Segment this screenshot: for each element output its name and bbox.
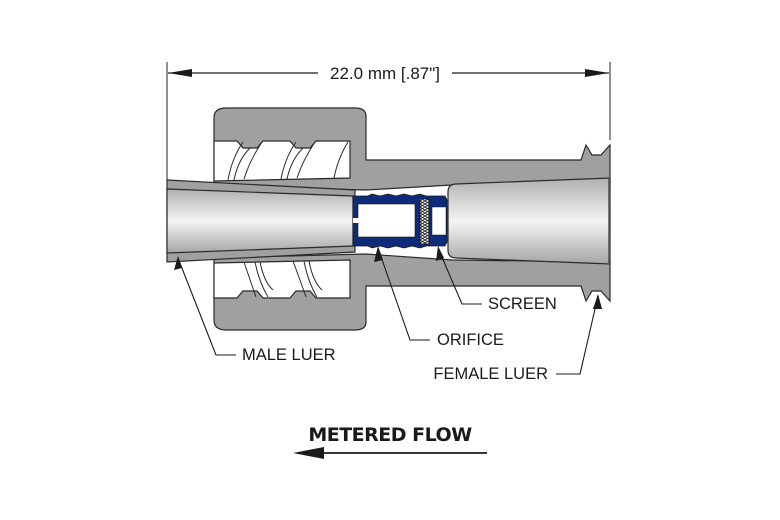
- label-male-luer: MALE LUER: [242, 346, 336, 364]
- callout-male-luer: MALE LUER: [174, 256, 336, 364]
- dimension-label: 22.0 mm [.87"]: [330, 64, 440, 83]
- callout-screen: SCREEN: [436, 246, 557, 313]
- metered-flow-indicator: METERED FLOW: [293, 424, 487, 459]
- thread-pocket-bottom: [213, 259, 351, 299]
- orifice-hole: [353, 218, 359, 223]
- male-luer-bore: [166, 188, 354, 254]
- female-luer-bore: [447, 177, 611, 265]
- screen-mesh: [419, 198, 430, 245]
- callout-female-luer: FEMALE LUER: [433, 294, 602, 383]
- thread-pocket-top: [213, 140, 351, 182]
- flow-arrow-left-icon: [293, 447, 324, 459]
- leader-arrow-icon: [436, 246, 444, 261]
- metered-flow-label: METERED FLOW: [308, 424, 472, 446]
- fitting-body: [166, 107, 611, 331]
- leader-arrow-icon: [174, 256, 182, 270]
- dimension-arrow-left-icon: [168, 69, 192, 77]
- label-orifice: ORIFICE: [437, 331, 504, 349]
- thread-lines-bottom: [243, 260, 323, 298]
- callout-orifice: ORIFICE: [374, 246, 504, 349]
- thread-lines-top: [227, 141, 349, 181]
- leader-arrow-icon: [374, 246, 383, 262]
- orifice-insert: [352, 193, 448, 249]
- overall-length-dimension: 22.0 mm [.87"]: [166, 62, 611, 180]
- orifice-bore: [357, 203, 416, 238]
- label-female-luer: FEMALE LUER: [433, 365, 548, 383]
- leader-arrow-icon: [593, 294, 602, 309]
- label-screen: SCREEN: [488, 295, 557, 313]
- screen-outlet: [431, 206, 447, 236]
- dimension-arrow-right-icon: [585, 69, 609, 77]
